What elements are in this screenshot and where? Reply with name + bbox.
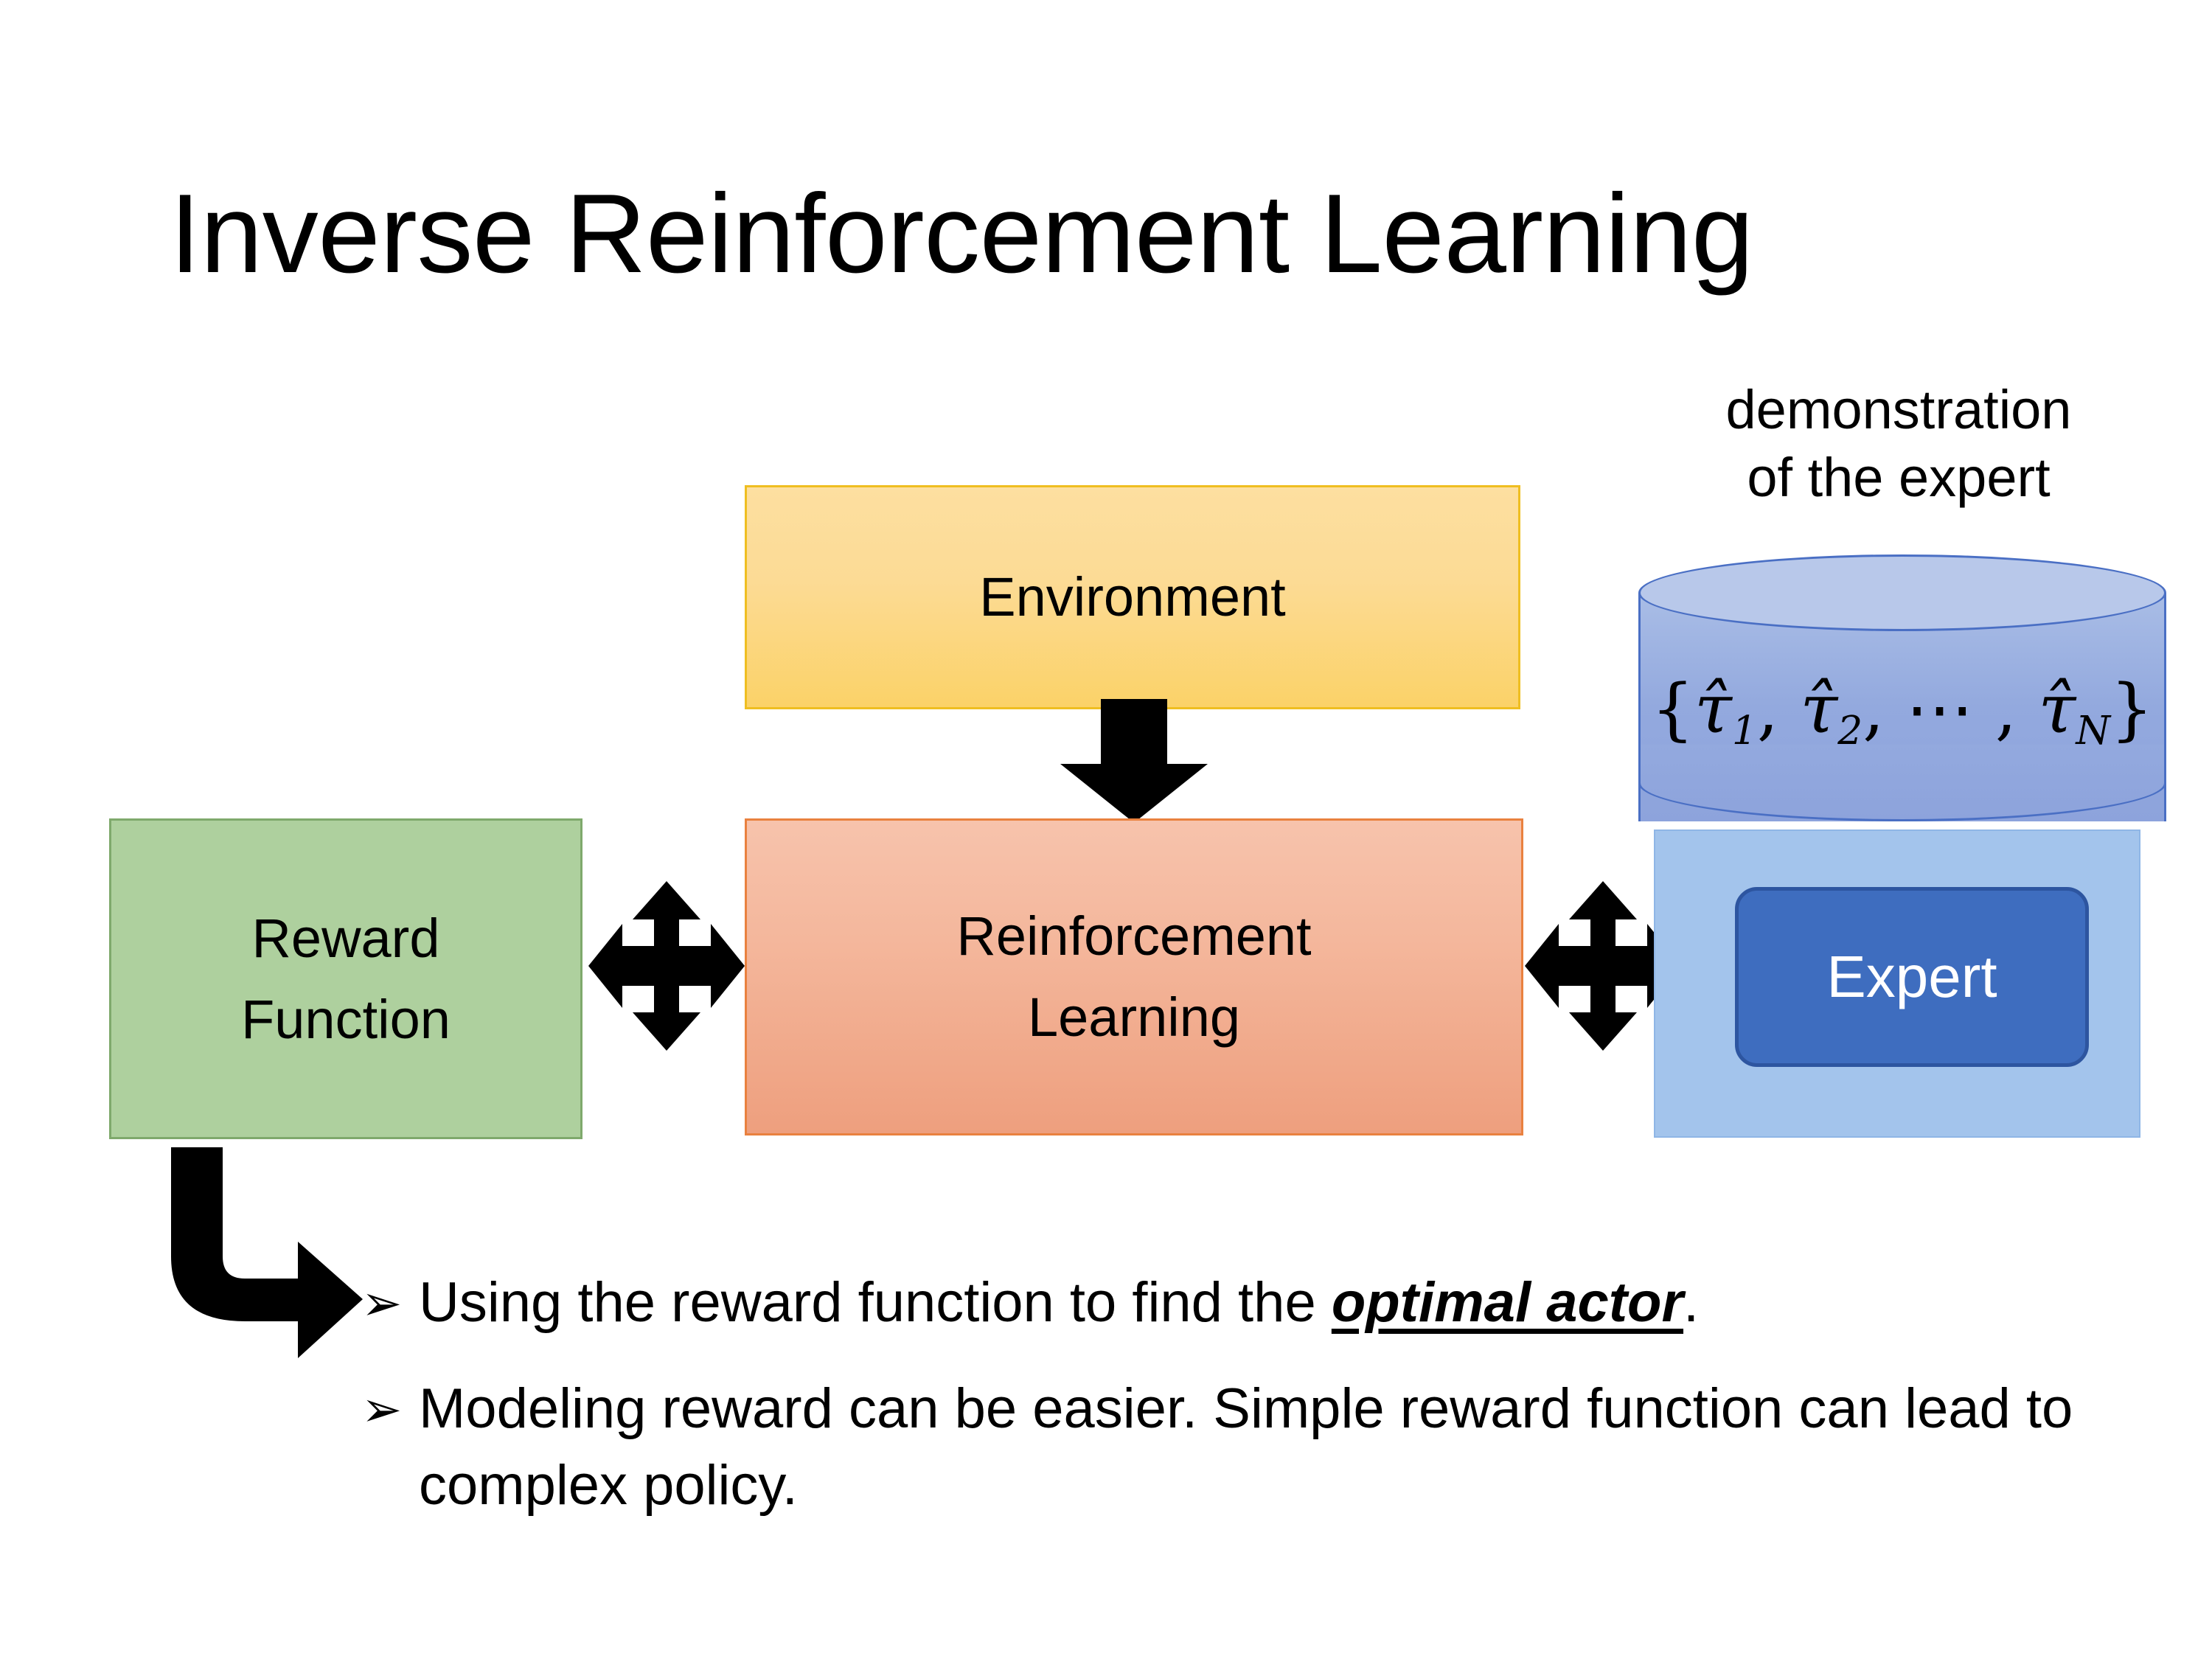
bullet-text-2: Modeling reward can be easier. Simple re… (419, 1377, 2073, 1517)
reinforcement-learning-label-line1: Reinforcement (956, 905, 1312, 967)
list-item: ➢ Using the reward function to find the … (361, 1265, 2079, 1341)
environment-label: Environment (979, 566, 1286, 627)
list-item: ➢ Modeling reward can be easier. Simple … (361, 1371, 2079, 1524)
bullet-arrow-icon: ➢ (361, 1276, 403, 1330)
bullet-1-text-after: . (1683, 1271, 1700, 1334)
reward-function-label: Reward Function (241, 898, 451, 1060)
demonstration-caption-line2: of the expert (1747, 447, 2051, 508)
formula-close-brace: } (2110, 669, 2154, 748)
formula-open-brace: { (1651, 669, 1694, 748)
reward-function-box[interactable]: Reward Function (109, 818, 582, 1139)
reinforcement-learning-label-line2: Learning (1027, 987, 1240, 1048)
formula-tau-1: τ̂ (1694, 669, 1732, 748)
reinforcement-learning-label: Reinforcement Learning (956, 896, 1311, 1058)
down-arrow-icon (1060, 699, 1208, 823)
trajectory-set-formula: {τ̂1, τ̂2, ⋯ , τ̂N} (1638, 672, 2166, 768)
formula-separator-1: , (1756, 669, 1801, 748)
bullet-text-1: Using the reward function to find the op… (419, 1265, 2079, 1341)
bullet-1-emphasis: optimal actor (1331, 1271, 1684, 1334)
expert-box[interactable]: Expert (1735, 887, 2089, 1067)
trajectory-cylinder: {τ̂1, τ̂2, ⋯ , τ̂N} (1638, 554, 2166, 858)
formula-subscript-2: 2 (1837, 707, 1863, 754)
reward-function-label-line2: Function (241, 988, 451, 1050)
expert-label: Expert (1826, 944, 1997, 1009)
formula-subscript-n: N (2076, 707, 2111, 754)
formula-tau-2: τ̂ (1800, 669, 1838, 748)
formula-separator-2: , ⋯ , (1863, 669, 2039, 748)
environment-box[interactable]: Environment (745, 485, 1520, 709)
bent-arrow-icon (171, 1147, 363, 1358)
reinforcement-learning-box[interactable]: Reinforcement Learning (745, 818, 1523, 1135)
demonstration-caption: demonstration of the expert (1615, 376, 2183, 512)
formula-subscript-1: 1 (1731, 707, 1757, 754)
cylinder-top-ellipse (1638, 554, 2166, 631)
quad-arrow-icon-right (1525, 881, 1681, 1051)
cylinder-bottom-cap (1638, 745, 2166, 821)
formula-tau-n: τ̂ (2038, 669, 2076, 748)
page-title: Inverse Reinforcement Learning (170, 171, 1753, 296)
demonstration-caption-line1: demonstration (1725, 379, 2072, 440)
reward-function-label-line1: Reward (251, 907, 440, 969)
bullet-list: ➢ Using the reward function to find the … (361, 1265, 2079, 1554)
bullet-arrow-icon: ➢ (361, 1382, 403, 1436)
bullet-1-text-before: Using the reward function to find the (419, 1271, 1332, 1334)
quad-arrow-icon-left (588, 881, 745, 1051)
